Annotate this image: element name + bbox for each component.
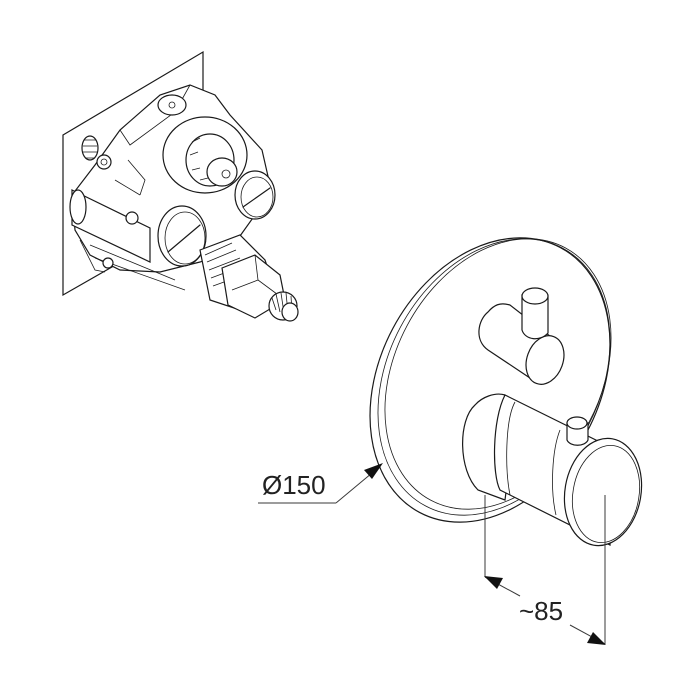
projection-label: ~85 — [519, 596, 564, 626]
diverter-handle — [478, 287, 565, 385]
rough-in-valve-body — [62, 50, 299, 322]
dimension-projection — [484, 495, 606, 645]
dimension-diameter — [258, 463, 383, 504]
thermostat-knob — [462, 393, 643, 547]
diameter-label: Ø150 — [262, 470, 326, 500]
trim-set — [369, 237, 643, 547]
